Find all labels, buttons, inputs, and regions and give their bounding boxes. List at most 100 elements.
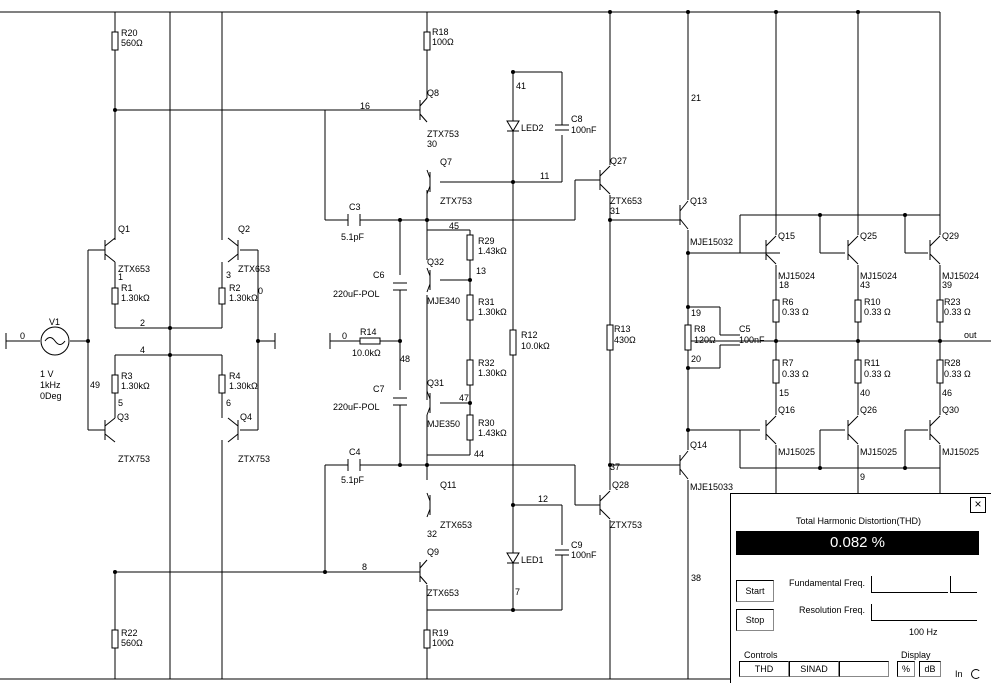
node-9: 9 xyxy=(860,472,865,482)
node-44: 44 xyxy=(474,449,484,459)
label-R8-value: 120Ω xyxy=(694,335,716,345)
label-Q9-type: ZTX653 xyxy=(427,588,459,598)
label-C7: C7 xyxy=(373,384,385,394)
node-37: 37 xyxy=(610,462,620,472)
label-R22-value: 560Ω xyxy=(121,638,143,648)
label-Q13: Q13 xyxy=(690,196,707,206)
node-0-mid: 0 xyxy=(342,331,347,341)
close-icon[interactable]: × xyxy=(970,497,986,513)
node-21: 21 xyxy=(691,93,701,103)
label-Q25-type: MJ15024 xyxy=(860,271,897,281)
label-C6: C6 xyxy=(373,270,385,280)
node-4: 4 xyxy=(140,345,145,355)
thd-mode-button[interactable]: THD xyxy=(739,661,789,677)
thd-analyzer-panel: × Total Harmonic Distortion(THD) 0.082 %… xyxy=(730,493,991,683)
label-Q3: Q3 xyxy=(117,412,129,422)
label-C3-value: 5.1pF xyxy=(341,232,365,242)
node-30: 30 xyxy=(427,139,437,149)
label-Q32: Q32 xyxy=(427,257,444,267)
label-R10: R10 xyxy=(864,297,881,307)
label-Q14: Q14 xyxy=(690,440,707,450)
transistor-symbols xyxy=(104,97,941,585)
connector-icon[interactable] xyxy=(971,669,981,679)
node-48: 48 xyxy=(400,354,410,364)
label-R1: R1 xyxy=(121,283,133,293)
label-R19: R19 xyxy=(432,628,449,638)
in-label: In xyxy=(955,669,963,679)
node-7: 7 xyxy=(515,587,520,597)
label-R20-value: 560Ω xyxy=(121,38,143,48)
fundamental-freq-field[interactable] xyxy=(871,576,948,593)
label-V1-frequency: 1kHz xyxy=(40,380,61,390)
label-R3: R3 xyxy=(121,371,133,381)
label-R20: R20 xyxy=(121,28,138,38)
label-R11: R11 xyxy=(864,358,880,368)
percent-display-button[interactable]: % xyxy=(897,661,915,677)
resolution-freq-label: Resolution Freq. xyxy=(799,605,866,615)
mode-blank-button[interactable] xyxy=(839,661,889,677)
node-40: 40 xyxy=(860,388,870,398)
label-R19-value: 100Ω xyxy=(432,638,454,648)
label-V1: V1 xyxy=(49,317,60,327)
label-R13: R13 xyxy=(614,324,631,334)
label-Q1-type: ZTX653 xyxy=(118,264,150,274)
capacitor-plates xyxy=(347,124,740,556)
display-label: Display xyxy=(901,650,931,660)
label-C9-value: 100nF xyxy=(571,550,597,560)
db-display-button[interactable]: dB xyxy=(919,661,941,677)
label-R23-value: 0.33 Ω xyxy=(944,307,971,317)
label-C4-value: 5.1pF xyxy=(341,475,365,485)
stop-button[interactable]: Stop xyxy=(736,609,774,631)
label-R29-value: 1.43kΩ xyxy=(478,246,507,256)
fundamental-freq-label: Fundamental Freq. xyxy=(789,578,866,588)
label-R14-value: 10.0kΩ xyxy=(352,348,381,358)
label-R30-value: 1.43kΩ xyxy=(478,428,507,438)
label-Q27: Q27 xyxy=(610,156,627,166)
resolution-freq-field[interactable] xyxy=(871,604,977,621)
label-Q26: Q26 xyxy=(860,405,877,415)
label-Q30-type: MJ15025 xyxy=(942,447,979,457)
node-20: 20 xyxy=(691,354,701,364)
node-1: 1 xyxy=(118,272,123,282)
label-R32-value: 1.30kΩ xyxy=(478,368,507,378)
label-R31: R31 xyxy=(478,297,495,307)
node-41: 41 xyxy=(516,81,526,91)
label-C7-value: 220uF-POL xyxy=(333,402,380,412)
node-13: 13 xyxy=(476,266,486,276)
node-39: 39 xyxy=(942,280,952,290)
label-Q14-type: MJE15033 xyxy=(690,482,733,492)
label-Q9: Q9 xyxy=(427,547,439,557)
label-Q28: Q28 xyxy=(612,480,629,490)
label-LED1: LED1 xyxy=(521,555,544,565)
label-Q4-type: ZTX753 xyxy=(238,454,270,464)
node-38: 38 xyxy=(691,573,701,583)
label-Q2-type: ZTX653 xyxy=(238,264,270,274)
label-R3-value: 1.30kΩ xyxy=(121,381,150,391)
sinad-mode-button[interactable]: SINAD xyxy=(789,661,839,677)
label-V1-phase: 0Deg xyxy=(40,391,62,401)
led-icons xyxy=(506,120,520,564)
label-Q1: Q1 xyxy=(118,224,130,234)
label-R10-value: 0.33 Ω xyxy=(864,307,891,317)
start-button[interactable]: Start xyxy=(736,580,774,602)
label-R18-value: 100Ω xyxy=(432,37,454,47)
label-Q13-type: MJE15032 xyxy=(690,237,733,247)
node-19: 19 xyxy=(691,308,701,318)
label-R31-value: 1.30kΩ xyxy=(478,307,507,317)
label-R4: R4 xyxy=(229,371,241,381)
part-labels: R20 560Ω R22 560Ω R18 100Ω R19 100Ω Q1 Z… xyxy=(40,27,979,648)
label-Q32-type: MJE340 xyxy=(427,296,460,306)
node-18: 18 xyxy=(779,280,789,290)
node-43: 43 xyxy=(860,280,870,290)
label-R12: R12 xyxy=(521,330,538,340)
label-R18: R18 xyxy=(432,27,449,37)
label-R13-value: 430Ω xyxy=(614,335,636,345)
label-Q11: Q11 xyxy=(440,480,456,490)
label-Q25: Q25 xyxy=(860,231,877,241)
label-out: out xyxy=(964,330,977,340)
label-R23: R23 xyxy=(944,297,961,307)
label-C5: C5 xyxy=(739,324,751,334)
label-R14: R14 xyxy=(360,327,377,337)
label-R28: R28 xyxy=(944,358,961,368)
fundamental-unit-field[interactable] xyxy=(950,576,977,593)
